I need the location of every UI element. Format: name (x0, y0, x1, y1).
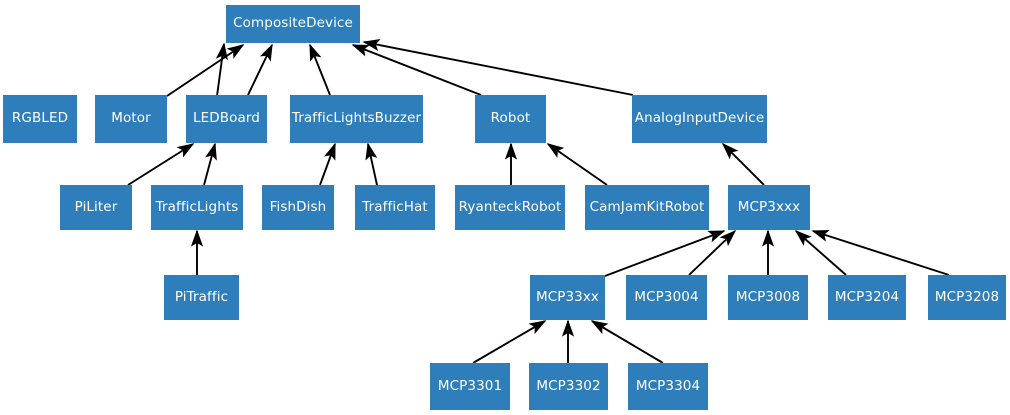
class-node-analoginputdevice[interactable]: AnalogInputDevice (632, 95, 767, 143)
class-node-label: CamJamKitRobot (589, 198, 705, 215)
class-node-piliter[interactable]: PiLiter (60, 185, 132, 230)
inheritance-edge (247, 43, 273, 96)
class-node-label: MCP3008 (735, 288, 801, 305)
class-node-label: Motor (111, 110, 151, 127)
class-node-label: LEDBoard (193, 110, 260, 127)
class-node-label: MCP33xx (535, 288, 600, 305)
inheritance-edge (811, 230, 950, 276)
inheritance-edge (688, 229, 737, 276)
class-node-label: CompositeDevice (233, 15, 353, 32)
class-node-label: AnalogInputDevice (634, 110, 765, 127)
class-node-mcp3302[interactable]: MCP3302 (529, 363, 608, 410)
class-node-label: MCP3004 (634, 288, 699, 305)
class-node-mcp33xx[interactable]: MCP33xx (530, 275, 605, 320)
inheritance-edge (794, 229, 847, 276)
class-node-label: MCP3301 (437, 377, 503, 394)
class-node-label: MCP3xxx (737, 198, 801, 215)
class-node-ryanteckrobot[interactable]: RyanteckRobot (455, 185, 565, 230)
class-node-mcp3301[interactable]: MCP3301 (430, 363, 510, 410)
class-node-motor[interactable]: Motor (95, 95, 167, 143)
inheritance-edge (362, 39, 634, 96)
class-node-mcp3004[interactable]: MCP3004 (626, 275, 707, 320)
class-node-mcp3208[interactable]: MCP3208 (928, 275, 1006, 320)
class-node-camjamkitrobot[interactable]: CamJamKitRobot (585, 185, 709, 230)
inheritance-edge (127, 143, 195, 186)
inheritance-edge (309, 43, 331, 96)
class-node-compositedevice[interactable]: CompositeDevice (226, 5, 360, 43)
class-node-label: PiLiter (74, 198, 118, 215)
class-node-label: MCP3208 (934, 288, 1000, 305)
class-node-label: RyanteckRobot (458, 198, 562, 215)
class-node-label: PiTraffic (174, 288, 229, 305)
inheritance-edge (590, 320, 664, 364)
inheritance-edge (215, 42, 228, 97)
class-node-fishdish[interactable]: FishDish (262, 185, 334, 230)
class-node-trafficlights[interactable]: TrafficLights (151, 185, 243, 230)
class-node-mcp3204[interactable]: MCP3204 (828, 275, 906, 320)
class-node-label: MCP3304 (635, 377, 701, 394)
class-node-label: RGBLED (11, 110, 69, 127)
class-node-trafficlightsbuzzer[interactable]: TrafficLightsBuzzer (290, 95, 423, 143)
class-node-robot[interactable]: Robot (475, 95, 546, 143)
inheritance-edge (319, 142, 336, 186)
class-node-pitraffic[interactable]: PiTraffic (164, 275, 239, 320)
class-node-mcp3xxx[interactable]: MCP3xxx (728, 185, 810, 230)
class-node-label: TrafficLights (155, 198, 239, 215)
inheritance-edge (351, 44, 482, 96)
class-node-ledboard[interactable]: LEDBoard (186, 95, 267, 143)
class-node-label: Robot (490, 110, 531, 127)
inheritance-edge (365, 142, 378, 186)
class-node-label: TrafficLightsBuzzer (291, 110, 422, 127)
class-node-mcp3008[interactable]: MCP3008 (728, 275, 808, 320)
inheritance-edge (166, 44, 245, 97)
class-node-label: TrafficHat (362, 198, 428, 215)
class-node-label: FishDish (269, 198, 327, 215)
class-node-rgbled[interactable]: RGBLED (3, 95, 77, 143)
class-node-label: MCP3204 (834, 288, 900, 305)
inheritance-edge (721, 142, 765, 186)
inheritance-edge (472, 320, 547, 364)
class-node-label: MCP3302 (536, 377, 601, 394)
inheritance-edge (546, 143, 608, 186)
inheritance-edge (203, 142, 217, 186)
inheritance-edge (604, 230, 726, 277)
class-node-mcp3304[interactable]: MCP3304 (628, 363, 708, 410)
class-node-traffichat[interactable]: TrafficHat (355, 185, 435, 230)
